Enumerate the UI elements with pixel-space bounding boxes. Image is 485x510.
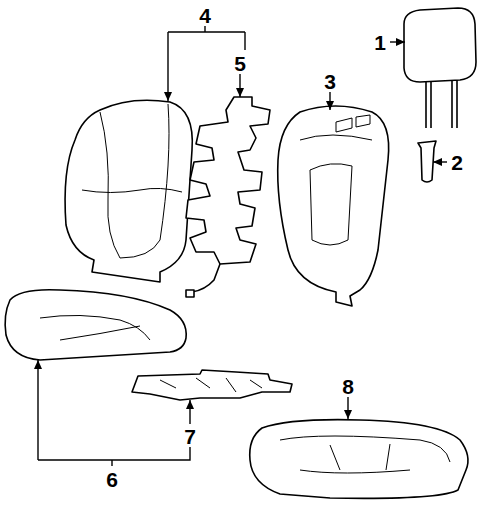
callout-number: 6 (106, 469, 118, 490)
callout-number: 3 (324, 71, 336, 92)
leader-lines (38, 26, 447, 466)
cushion-heater (132, 370, 292, 400)
backrest-pad (278, 106, 389, 306)
cushion-cover (5, 290, 186, 360)
callout-number: 7 (184, 426, 196, 447)
headrest (404, 8, 476, 82)
backrest-heater (186, 97, 270, 264)
callout-number: 2 (451, 152, 463, 173)
backrest-cover (65, 100, 192, 282)
callout-number: 5 (234, 53, 246, 74)
callout-number: 8 (342, 376, 354, 397)
callout-number: 4 (199, 5, 211, 26)
cushion-pad (250, 420, 468, 499)
callout-number: 1 (374, 32, 386, 53)
